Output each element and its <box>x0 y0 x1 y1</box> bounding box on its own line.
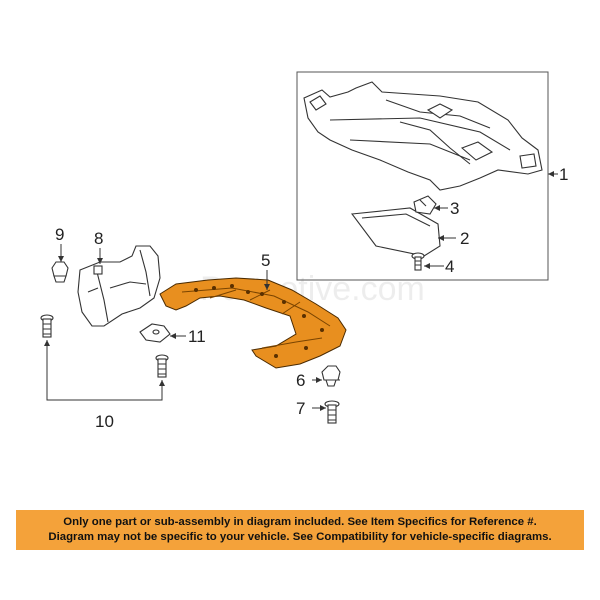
callout-5: 5 <box>261 251 270 270</box>
callout-8: 8 <box>94 229 103 248</box>
callout-9: 9 <box>55 225 64 244</box>
callout-2: 2 <box>460 229 469 248</box>
bolt-part-7[interactable] <box>324 400 340 424</box>
callout-10: 10 <box>95 412 114 431</box>
bolt-part-10-left[interactable] <box>40 314 54 338</box>
inset-box <box>296 71 549 281</box>
push-clip-part-9[interactable] <box>51 261 69 283</box>
bolt-part-4[interactable] <box>411 252 425 271</box>
under-cover-body <box>159 277 347 369</box>
arrowheads <box>44 171 554 411</box>
disclaimer-line-2: Diagram may not be specific to your vehi… <box>48 531 552 543</box>
cover-plate-part[interactable] <box>350 207 441 257</box>
disclaimer-banner: Only one part or sub-assembly in diagram… <box>16 510 584 550</box>
side-bracket-part-8[interactable] <box>77 245 161 327</box>
highlighted-under-cover-part[interactable] <box>159 277 347 369</box>
callout-7: 7 <box>296 399 305 418</box>
callout-6: 6 <box>296 371 305 390</box>
callout-4: 4 <box>445 257 454 276</box>
callout-3: 3 <box>450 199 459 218</box>
clip-part-3[interactable] <box>413 195 437 215</box>
engine-under-cover-part[interactable] <box>303 81 543 191</box>
push-clip-part-6[interactable] <box>321 365 341 387</box>
nut-clip-part-11[interactable] <box>139 323 171 343</box>
bolt-part-10-right[interactable] <box>155 354 169 378</box>
callout-11: 11 <box>188 327 206 346</box>
callout-1: 1 <box>559 165 568 184</box>
disclaimer-line-1: Only one part or sub-assembly in diagram… <box>63 516 537 528</box>
